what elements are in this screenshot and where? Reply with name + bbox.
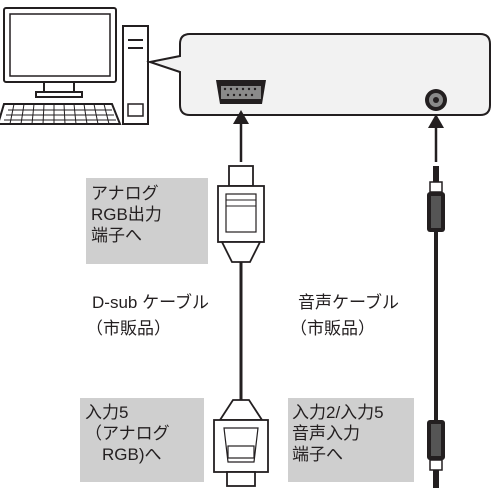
dsub-connector-icon-bottom — [213, 399, 269, 487]
dsub-cable-note: （市販品） — [86, 319, 171, 338]
dsub-cable-label: D-sub ケーブル — [92, 293, 210, 312]
arrows — [233, 110, 444, 162]
dsub-connector-icon — [217, 165, 265, 263]
audio-jack-icon — [425, 89, 447, 111]
analog-rgb-out-label: アナログ RGB出力 端子へ — [91, 184, 162, 245]
audio-cable-label: 音声ケーブル — [298, 293, 399, 312]
input5-label: 入力5 （アナログ RGB)へ — [85, 403, 170, 464]
computer-icon — [0, 7, 149, 125]
audio-cable — [427, 166, 445, 488]
vga-port-icon — [216, 80, 266, 104]
audio-input-label: 入力2/入力5 音声入力 端子へ — [292, 403, 384, 464]
input5-box — [80, 398, 204, 482]
analog-rgb-out-box — [86, 178, 208, 264]
audio-cable-note: （市販品） — [290, 319, 375, 338]
audio-input-box — [288, 398, 414, 482]
